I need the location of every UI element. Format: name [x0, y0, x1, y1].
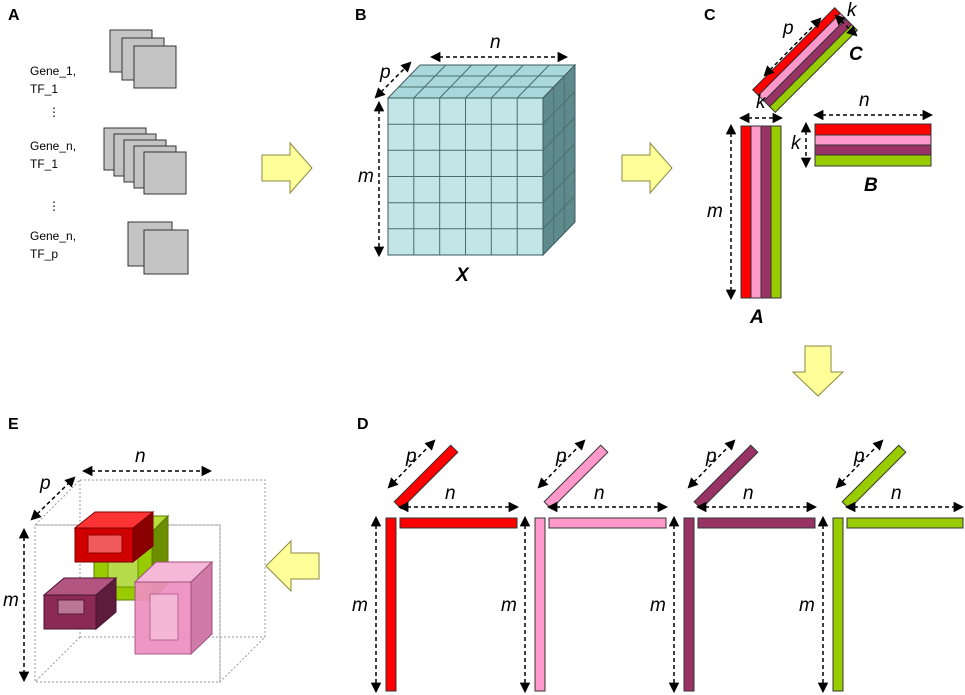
b-vector: [697, 517, 816, 529]
dim-n-label: n: [594, 483, 605, 504]
dim-n-label: n: [859, 90, 870, 111]
a-vector: [683, 517, 695, 692]
dim-p-label: p: [405, 446, 417, 467]
dim-p-arrow: [387, 439, 436, 489]
component-red: p n m: [352, 439, 520, 694]
image-stack-2: [103, 127, 187, 195]
label-line: TF_p: [30, 247, 58, 261]
dim-k-arrow: [834, 14, 858, 37]
matrix-a-label: A: [749, 307, 764, 328]
panel-c: C p k C k m A n: [704, 0, 934, 328]
matrix-b-label: B: [864, 175, 878, 196]
dim-m-label: m: [3, 590, 19, 611]
dim-n-label: n: [891, 483, 902, 504]
panel-b: B: [355, 7, 577, 286]
b-vector: [548, 517, 667, 529]
dim-p-label: p: [39, 473, 51, 494]
panel-a-label-1: Gene_1, TF_1: [30, 64, 76, 96]
dim-m-label: m: [358, 166, 374, 187]
dim-k-label: k: [791, 133, 802, 154]
b-vector: [846, 517, 964, 529]
dim-p-label: p: [782, 18, 794, 39]
dim-n-label: n: [743, 483, 754, 504]
flow-arrow-a-to-b: [261, 141, 313, 195]
image-stack-3: [127, 221, 189, 275]
dim-k-label: k: [756, 92, 767, 113]
block-red: [73, 510, 155, 564]
matrix-c-label: C: [849, 44, 863, 65]
vertical-ellipsis: ⋮: [48, 199, 60, 213]
flow-arrow-d-to-e: [265, 539, 320, 593]
panel-d-letter: D: [357, 416, 369, 433]
dim-p-arrow: [835, 439, 884, 489]
panel-e: E: [3, 416, 266, 684]
label-line: Gene_n,: [30, 229, 76, 243]
label-line: Gene_n,: [30, 139, 76, 153]
component-green: p n m: [799, 439, 965, 694]
dim-m-label: m: [352, 595, 368, 616]
panel-a-label-2: Gene_n, TF_1: [30, 139, 76, 171]
matrix-x-label: X: [455, 265, 470, 286]
panel-e-letter: E: [8, 416, 19, 433]
matrix-b-horizontal: [814, 123, 932, 167]
dim-p-arrow: [374, 61, 412, 99]
block-pink: [133, 560, 214, 656]
dim-p-label: p: [705, 446, 717, 467]
dim-p-arrow: [30, 476, 76, 521]
dim-n-label: n: [135, 446, 146, 467]
block-purple: [42, 576, 118, 631]
a-vector: [385, 517, 397, 692]
dim-m-label: m: [707, 201, 723, 222]
dim-n-label: n: [445, 483, 456, 504]
label-line: TF_1: [30, 157, 58, 171]
dim-m-label: m: [501, 595, 517, 616]
matrix-a-vertical: [740, 125, 782, 299]
dim-n-label: n: [490, 32, 501, 53]
label-line: TF_1: [30, 82, 58, 96]
component-pink: p n m: [501, 439, 669, 694]
panel-a-letter: A: [8, 7, 20, 24]
dim-p-arrow: [687, 439, 736, 489]
dim-p-arrow: [537, 439, 586, 489]
label-line: Gene_1,: [30, 64, 76, 78]
panel-c-letter: C: [704, 7, 716, 24]
panel-a: A Gene_1, TF_1 ⋮ Gene_n, TF_1 ⋮ Gene_n, …: [8, 7, 189, 275]
panel-d: D p n m p n m: [352, 416, 965, 694]
dim-p-label: p: [853, 446, 865, 467]
dim-p-label: p: [379, 62, 391, 83]
matrix-c-tilted: [751, 6, 859, 114]
dim-m-label: m: [799, 595, 815, 616]
a-vector: [534, 517, 546, 692]
cube-grid: [388, 64, 576, 255]
dim-p-arrow: [763, 17, 822, 77]
b-vector: [399, 517, 518, 529]
panel-b-letter: B: [355, 7, 367, 24]
image-stack-1: [109, 29, 177, 89]
vertical-ellipsis: ⋮: [48, 105, 60, 119]
cube-x: [386, 63, 577, 257]
dim-p-label: p: [555, 446, 567, 467]
component-purple: p n m: [650, 439, 818, 694]
dim-k-label: k: [847, 0, 858, 21]
a-vector: [832, 517, 844, 692]
dim-m-label: m: [650, 595, 666, 616]
flow-arrow-b-to-c: [621, 141, 673, 195]
panel-a-label-3: Gene_n, TF_p: [30, 229, 76, 261]
flow-arrow-c-to-d: [791, 345, 845, 397]
